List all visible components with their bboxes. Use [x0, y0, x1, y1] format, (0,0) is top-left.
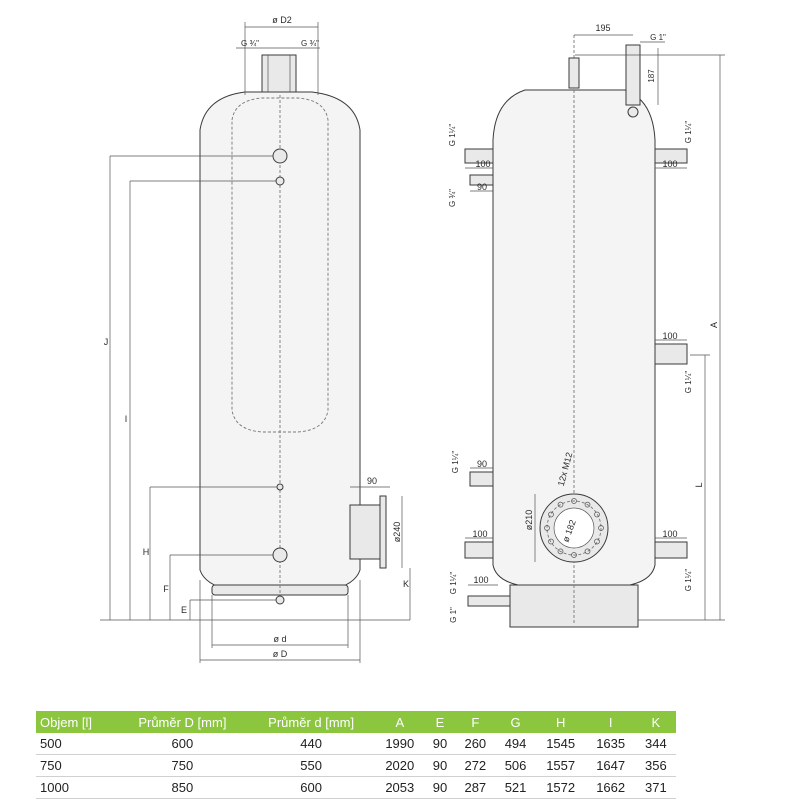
- port-i: [275, 176, 285, 186]
- technical-drawing: ø D2 G ¾" G ¾" 90 ø240 J: [100, 15, 725, 663]
- header-g: G: [495, 711, 536, 733]
- label-top-conn: G 1": [650, 33, 666, 42]
- dim-left-90-a: 90: [477, 182, 487, 192]
- label-left-g1: G 1¼": [448, 124, 457, 147]
- flange-bolt-holes: [544, 498, 604, 558]
- header-a: A: [374, 711, 425, 733]
- dim-a: A: [709, 322, 719, 328]
- label-top-conn-right: G ¾": [301, 39, 319, 48]
- dim-left-90-b: 90: [477, 459, 487, 469]
- label-right-g2: G 1¼": [684, 371, 693, 394]
- left-side-flange: [349, 504, 381, 560]
- table-cell: 1000: [36, 776, 118, 799]
- dim-left-100-a: 100: [475, 159, 490, 169]
- table-cell: 521: [495, 776, 536, 799]
- dim-offset: 195: [595, 23, 610, 33]
- dim-h: H: [143, 547, 150, 557]
- dim-e: E: [181, 605, 187, 615]
- table-cell: 1662: [585, 776, 636, 799]
- table-cell: 344: [635, 733, 676, 755]
- dim-d2: ø D2: [272, 15, 292, 25]
- dim-j: J: [104, 337, 109, 347]
- dim-left-100-c: 100: [473, 575, 488, 585]
- dim-right-100-c: 100: [662, 529, 677, 539]
- dim-k: K: [403, 579, 409, 589]
- table-cell: 272: [455, 754, 496, 777]
- header-diameter-d-inner: Průměr d [mm]: [247, 711, 375, 733]
- dim-f: F: [163, 584, 169, 594]
- table-cell: 287: [455, 776, 496, 799]
- dim-inner-dia: ø d: [273, 634, 286, 644]
- right-top-fitting: [625, 44, 641, 106]
- table-row: 1000 850 600 2053 90 287 521 1572 1662 3…: [36, 776, 676, 799]
- table-cell: 1557: [535, 754, 586, 777]
- dim-right-100-a: 100: [662, 159, 677, 169]
- table-cell: 2053: [374, 776, 425, 799]
- dim-i: I: [125, 414, 128, 424]
- label-left-g5: G 1": [449, 607, 458, 623]
- left-view: ø D2 G ¾" G ¾" 90 ø240 J: [100, 15, 411, 663]
- table-cell: 371: [635, 776, 676, 799]
- label-right-g3: G 1¼": [684, 569, 693, 592]
- table-row: 500 600 440 1990 90 260 494 1545 1635 34…: [36, 733, 676, 755]
- header-diameter-d-outer: Průměr D [mm]: [117, 711, 248, 733]
- label-top-conn-left: G ¾": [241, 39, 259, 48]
- table-cell: 356: [635, 754, 676, 777]
- dim-flange-width: 90: [367, 476, 377, 486]
- table-cell: 2020: [374, 754, 425, 777]
- table-cell: 260: [455, 733, 496, 755]
- dim-187: 187: [647, 69, 656, 83]
- header-e: E: [424, 711, 456, 733]
- table-cell: 1635: [585, 733, 636, 755]
- table-cell: 1990: [374, 733, 425, 755]
- header-i: I: [585, 711, 636, 733]
- table-cell: 750: [117, 754, 248, 777]
- port-j: [272, 148, 288, 164]
- table-cell: 1545: [535, 733, 586, 755]
- port-e: [275, 595, 285, 605]
- internal-exchanger: [231, 97, 329, 433]
- table-cell: 550: [247, 754, 375, 777]
- dim-flange-dia: ø240: [392, 522, 402, 543]
- table-row: 750 750 550 2020 90 272 506 1557 1647 35…: [36, 754, 676, 777]
- table-cell: 90: [424, 733, 456, 755]
- label-right-g1: G 1¼": [684, 121, 693, 144]
- table-cell: 600: [117, 733, 248, 755]
- specs-table: Objem [l] Průměr D [mm] Průměr d [mm] A …: [36, 711, 676, 799]
- label-left-g2: G ¾": [448, 189, 457, 207]
- dim-flange-210: ø210: [524, 510, 534, 531]
- label-left-g3: G 1¼": [451, 451, 460, 474]
- port-f: [272, 547, 288, 563]
- dim-right-100-b: 100: [662, 331, 677, 341]
- header-f: F: [455, 711, 496, 733]
- table-cell: 1572: [535, 776, 586, 799]
- table-cell: 506: [495, 754, 536, 777]
- port-h: [276, 483, 284, 491]
- table-cell: 1647: [585, 754, 636, 777]
- table-cell: 500: [36, 733, 118, 755]
- header-k: K: [635, 711, 676, 733]
- dim-outer-dia: ø D: [273, 649, 288, 659]
- header-volume: Objem [l]: [36, 711, 118, 733]
- table-cell: 850: [117, 776, 248, 799]
- header-h: H: [535, 711, 586, 733]
- table-cell: 600: [247, 776, 375, 799]
- table-cell: 750: [36, 754, 118, 777]
- specs-header-row: Objem [l] Průměr D [mm] Průměr d [mm] A …: [36, 711, 676, 733]
- table-cell: 90: [424, 754, 456, 777]
- dim-left-100-b: 100: [472, 529, 487, 539]
- table-cell: 440: [247, 733, 375, 755]
- right-view: 195 G 1" 187 A L 100 G 1¼" 90 G ¾" 90 G …: [448, 23, 725, 628]
- label-left-g4: G 1¼": [449, 572, 458, 595]
- dim-l: L: [694, 482, 704, 487]
- table-cell: 494: [495, 733, 536, 755]
- table-cell: 90: [424, 776, 456, 799]
